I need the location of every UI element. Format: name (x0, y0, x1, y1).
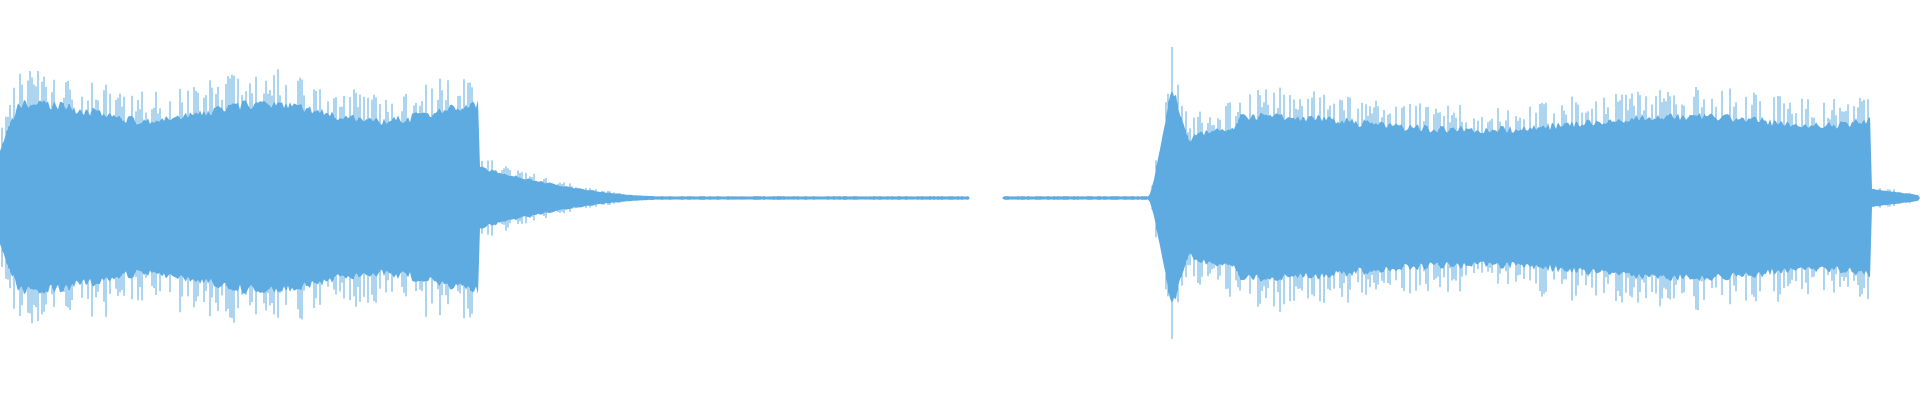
waveform-peaks (1, 47, 1913, 339)
